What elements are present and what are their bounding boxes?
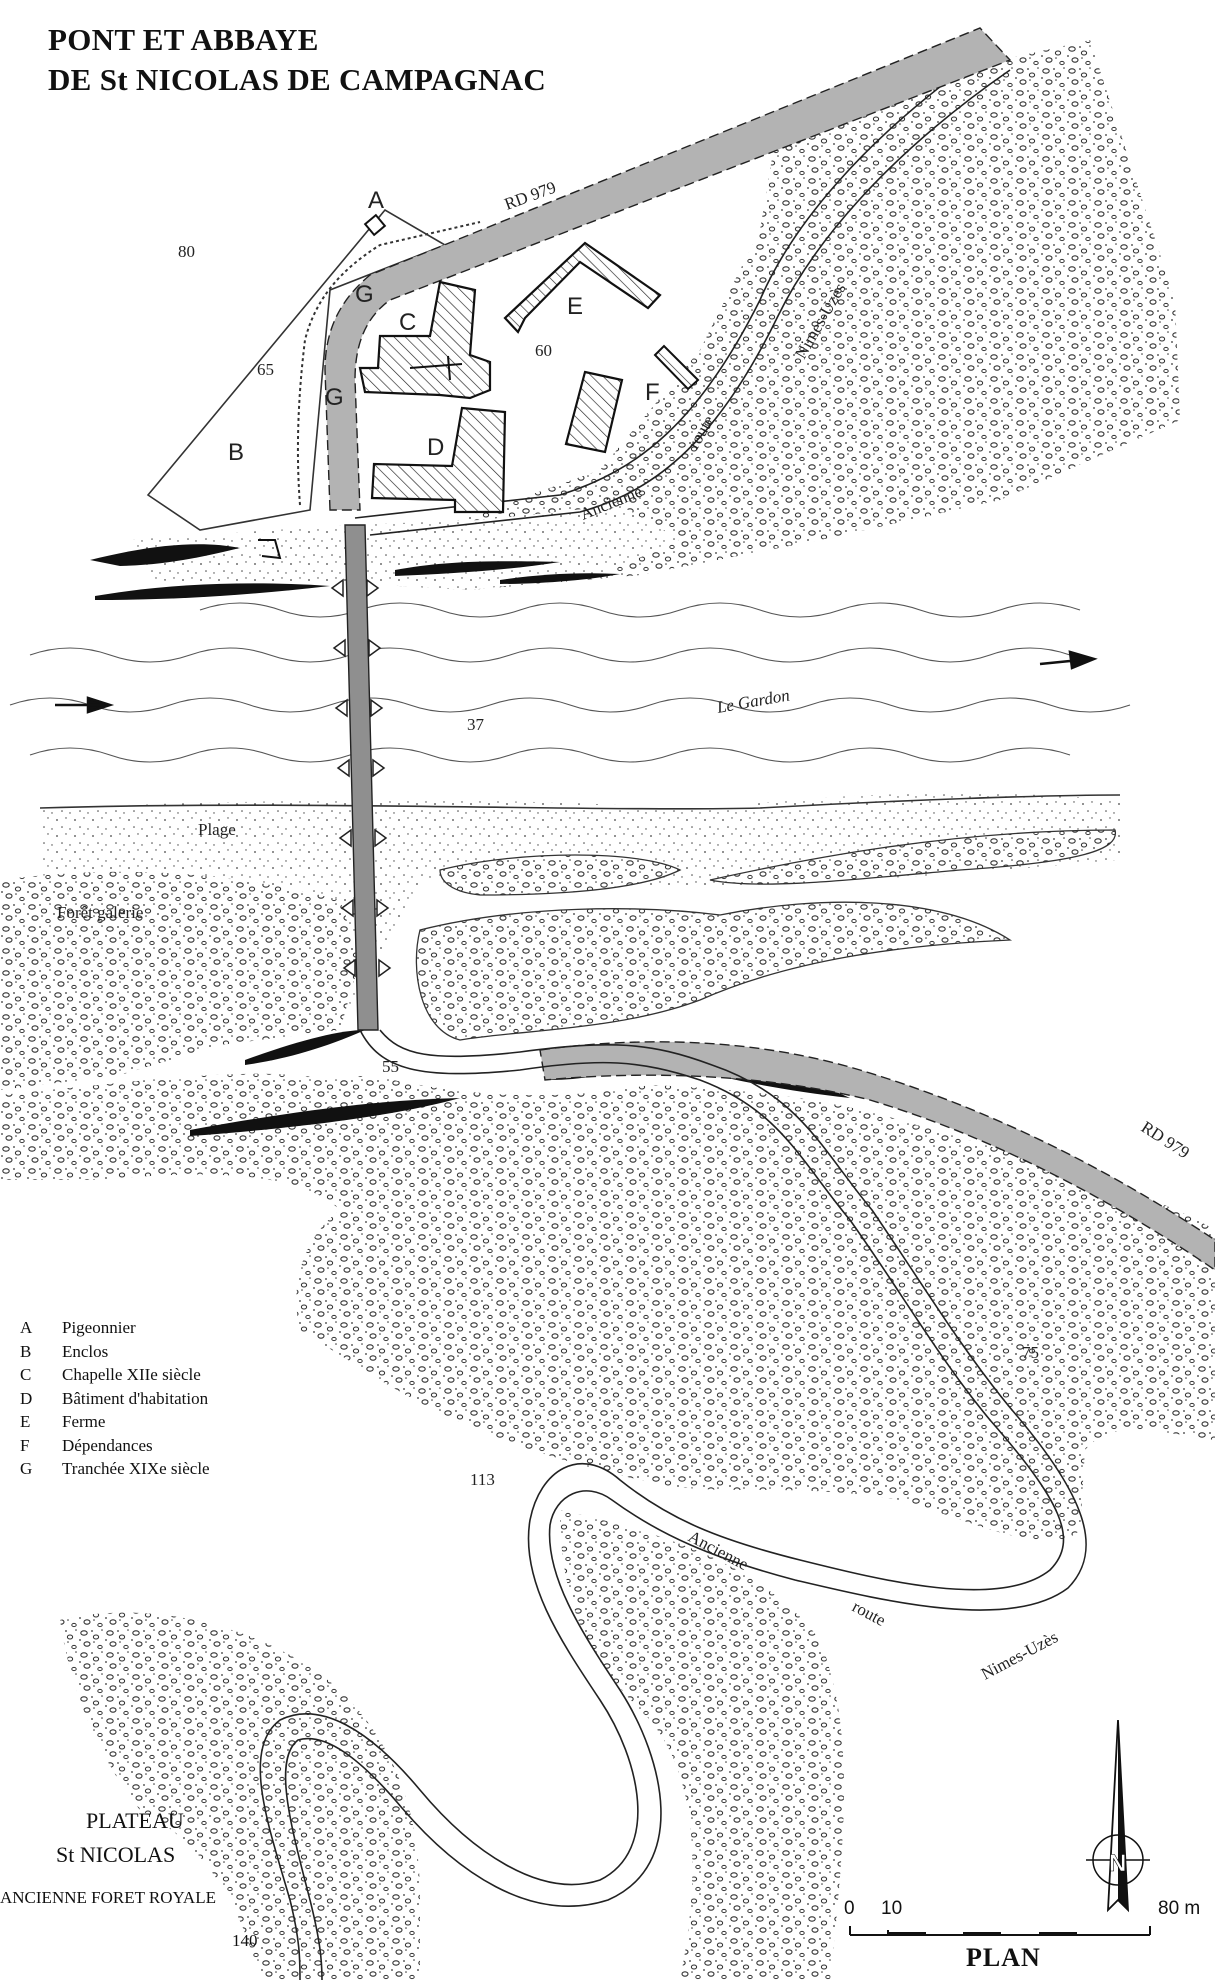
label-F: F xyxy=(645,379,660,406)
gallery-forest-west xyxy=(0,871,360,1090)
north-arrow xyxy=(1086,1719,1150,1913)
forest-southwest-lower xyxy=(60,1612,420,1980)
label-B: B xyxy=(228,439,244,466)
legend-item: A Pigeonnier xyxy=(20,1316,210,1340)
legend-key: B xyxy=(20,1341,32,1361)
label-D: D xyxy=(427,434,444,461)
label-G-1: G xyxy=(355,281,374,308)
plateau-label-line1: PLATEAU xyxy=(86,1808,184,1833)
legend-key: D xyxy=(20,1388,33,1408)
rd979-north-band xyxy=(324,27,1012,511)
legend-item: F Dépendances xyxy=(20,1434,210,1458)
forest-south-middle xyxy=(560,1510,844,1980)
scale-label-0: 0 xyxy=(844,1898,855,1919)
legend-label: Pigeonnier xyxy=(62,1318,136,1337)
enclosure-B-outline xyxy=(146,208,447,531)
building-F-outbuilding-1 xyxy=(564,370,624,454)
alt-80: 80 xyxy=(178,242,195,261)
plateau-label-line2: St NICOLAS xyxy=(56,1842,176,1867)
legend-item: G Tranchée XIXe siècle xyxy=(20,1457,210,1481)
chapel-cross xyxy=(409,363,463,369)
ruin-small xyxy=(258,539,282,560)
rd979-south-band xyxy=(539,1041,1215,1271)
north-riverbank-strip xyxy=(130,505,680,590)
legend-label: Tranchée XIXe siècle xyxy=(62,1459,210,1478)
legend-label: Bâtiment d'habitation xyxy=(62,1388,209,1408)
map-title-line2: DE St NICOLAS DE CAMPAGNAC xyxy=(48,62,547,97)
plan-caption: PLAN xyxy=(966,1943,1041,1972)
alt-55: 55 xyxy=(382,1057,399,1076)
forest-label: Forêt galerie xyxy=(57,903,143,922)
legend-key: F xyxy=(20,1435,30,1455)
legend-label: Enclos xyxy=(62,1341,109,1361)
scale-bar xyxy=(849,1926,1151,1936)
label-E: E xyxy=(567,293,583,320)
legend: A Pigeonnier B Enclos C Chapelle XIIe siècl… xyxy=(20,1316,210,1481)
chapel-cross-v xyxy=(447,355,451,381)
old-road-north-edge1 xyxy=(354,49,991,519)
building-E-farm xyxy=(503,241,662,334)
plateau-label-line3: ANCIENNE FORET ROYALE xyxy=(0,1888,216,1907)
alt-60: 60 xyxy=(535,341,552,360)
old-road-north-edge2 xyxy=(369,69,1011,536)
gallery-forest-islands xyxy=(415,829,1117,1041)
rd979-bottom-label: RD 979 xyxy=(1138,1117,1193,1162)
label-C: C xyxy=(399,309,416,336)
beach-edge-line xyxy=(39,794,1121,810)
legend-key: G xyxy=(20,1459,33,1478)
scale-label-10: 10 xyxy=(881,1898,903,1919)
old-road-south-3: Nimes-Uzès xyxy=(978,1627,1061,1683)
legend-label: Ferme xyxy=(62,1412,106,1431)
legend-item: D Bâtiment d'habitation xyxy=(20,1387,210,1411)
legend-item: E Ferme xyxy=(20,1410,210,1434)
alt-37: 37 xyxy=(467,715,485,734)
beach-label: Plage xyxy=(198,820,236,839)
old-road-south-edge2 xyxy=(284,1029,1087,1980)
legend-item: C Chapelle XIIe siècle xyxy=(20,1363,210,1387)
building-F-outbuilding-2 xyxy=(653,344,700,391)
river-wave-lines xyxy=(9,602,1131,763)
label-G-2: G xyxy=(325,384,344,411)
building-A-pigeonnier xyxy=(363,213,387,237)
old-road-south-2: route xyxy=(849,1597,889,1630)
legend-label: Dépendances xyxy=(62,1435,153,1455)
legend-key: C xyxy=(20,1365,32,1384)
alt-113: 113 xyxy=(470,1470,495,1489)
north-label: N xyxy=(1109,1850,1126,1877)
bridge-deck xyxy=(344,524,379,1031)
legend-label: Chapelle XIIe siècle xyxy=(62,1365,201,1384)
bridge-piers xyxy=(330,578,392,978)
label-A: A xyxy=(368,187,384,214)
scale-label-80: 80 m xyxy=(1158,1898,1201,1919)
legend-key: E xyxy=(20,1412,31,1431)
forest-south-plateau xyxy=(0,1073,1215,1541)
alt-75: 75 xyxy=(1022,1343,1039,1362)
black-rock-outcrops xyxy=(90,544,850,1136)
map-title-line1: PONT ET ABBAYE xyxy=(48,22,319,57)
old-road-south-edge1 xyxy=(259,1029,1065,1980)
flow-arrow-west xyxy=(55,696,115,714)
building-C-chapel xyxy=(358,280,492,400)
alt-65: 65 xyxy=(257,360,274,379)
north-bank-forest xyxy=(360,40,1180,590)
building-D-dwelling xyxy=(370,406,507,514)
river-label: Le Gardon xyxy=(714,685,791,717)
legend-item: B Enclos xyxy=(20,1340,210,1364)
flow-arrow-east xyxy=(1039,650,1098,670)
alt-140: 140 xyxy=(232,1931,258,1950)
legend-key: A xyxy=(20,1318,33,1337)
